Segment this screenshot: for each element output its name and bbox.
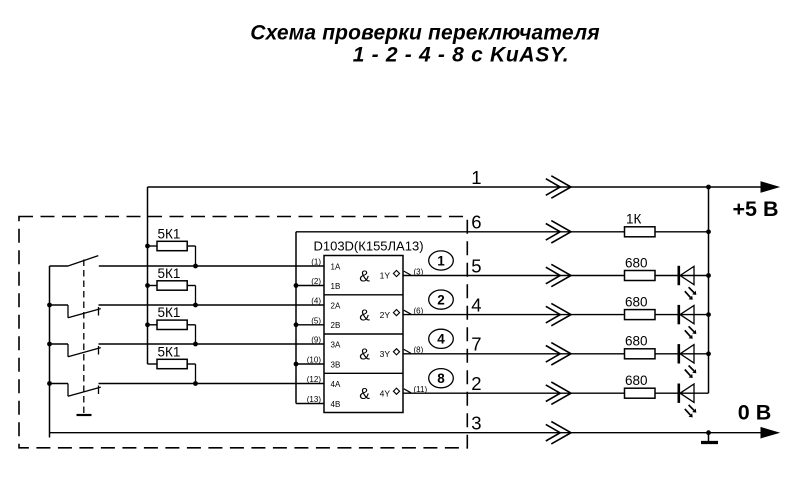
svg-text:+5 В: +5 В (732, 197, 778, 221)
svg-text:5К1: 5К1 (158, 266, 181, 281)
svg-text:4: 4 (437, 332, 445, 347)
svg-text:(2): (2) (311, 277, 321, 286)
svg-text:&: & (359, 268, 370, 285)
svg-text:(12): (12) (307, 375, 322, 384)
svg-text:D103D(К155ЛА13): D103D(К155ЛА13) (313, 239, 423, 254)
svg-text:8: 8 (437, 371, 445, 386)
svg-text:&: & (359, 386, 370, 403)
svg-text:(4): (4) (311, 297, 321, 306)
svg-text:680: 680 (625, 373, 648, 388)
svg-text:2Y: 2Y (380, 310, 391, 320)
svg-text:5К1: 5К1 (158, 344, 181, 359)
svg-text:3B: 3B (331, 360, 341, 369)
svg-text:1К: 1К (626, 212, 642, 227)
svg-text:&: & (359, 347, 370, 364)
svg-text:3Y: 3Y (380, 349, 391, 359)
svg-text:4: 4 (471, 294, 481, 315)
svg-text:(5): (5) (311, 316, 321, 325)
svg-text:Схема проверки переключателя: Схема проверки переключателя (250, 22, 599, 45)
svg-text:(6): (6) (414, 306, 424, 315)
svg-text:(13): (13) (307, 395, 322, 404)
svg-text:5: 5 (471, 255, 481, 276)
svg-text:680: 680 (625, 294, 648, 309)
svg-text:6: 6 (471, 212, 481, 233)
svg-text:(8): (8) (414, 346, 424, 355)
svg-text:3A: 3A (331, 340, 341, 349)
svg-text:(10): (10) (307, 356, 322, 365)
svg-text:680: 680 (625, 334, 648, 349)
svg-text:4Y: 4Y (380, 388, 391, 398)
svg-text:(1): (1) (311, 258, 321, 267)
svg-text:(3): (3) (414, 267, 424, 276)
svg-text:3: 3 (471, 413, 481, 434)
svg-text:4B: 4B (331, 400, 341, 409)
svg-text:2A: 2A (331, 301, 341, 310)
svg-text:2: 2 (437, 292, 445, 307)
svg-text:1: 1 (471, 167, 481, 188)
svg-text:(11): (11) (414, 385, 428, 394)
svg-text:0 В: 0 В (738, 401, 771, 425)
svg-text:1B: 1B (331, 282, 341, 291)
svg-text:1: 1 (437, 253, 445, 268)
svg-text:1A: 1A (331, 262, 341, 271)
svg-text:4A: 4A (331, 380, 341, 389)
svg-text:680: 680 (625, 255, 648, 270)
svg-text:5К1: 5К1 (158, 226, 181, 241)
svg-text:2B: 2B (331, 321, 341, 330)
svg-text:5К1: 5К1 (158, 305, 181, 320)
svg-text:(9): (9) (311, 336, 321, 345)
svg-text:2: 2 (471, 373, 481, 394)
svg-text:&: & (359, 307, 370, 324)
svg-text:7: 7 (471, 334, 481, 355)
svg-text:1Y: 1Y (380, 271, 391, 281)
svg-text:1 - 2 - 4 - 8 с KuASY.: 1 - 2 - 4 - 8 с KuASY. (353, 44, 570, 67)
